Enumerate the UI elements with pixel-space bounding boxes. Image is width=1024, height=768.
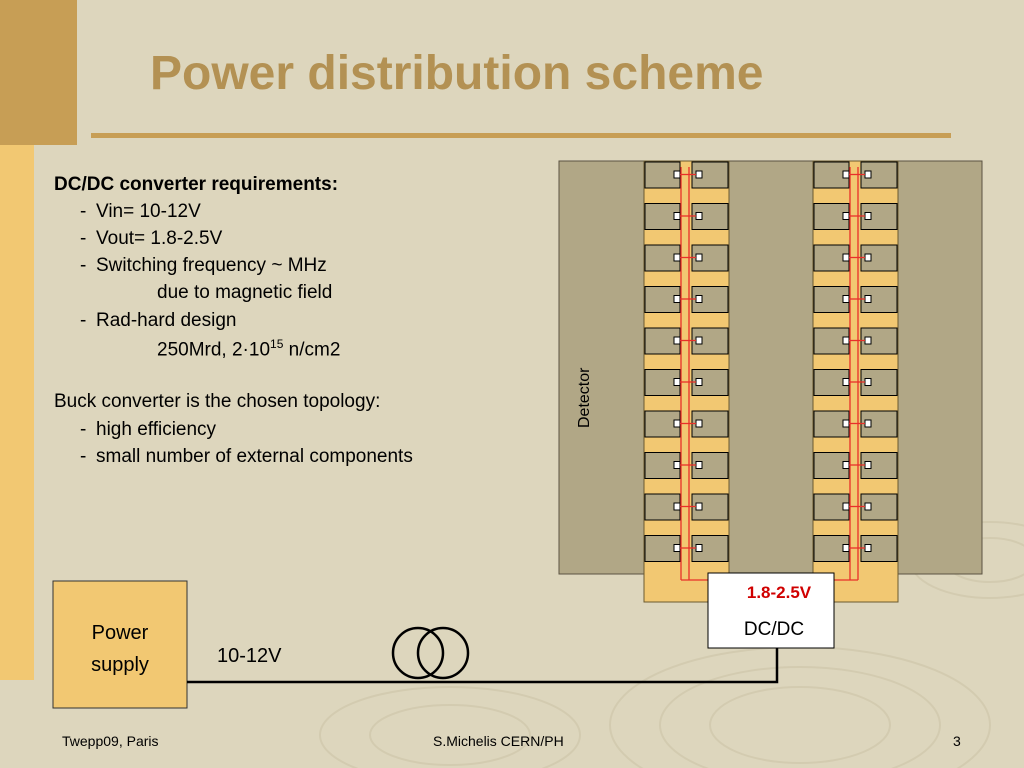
bond-pad [864, 461, 872, 469]
power-supply-box [52, 580, 188, 709]
bond-pad [673, 419, 681, 428]
bond-pad [842, 295, 850, 303]
dcdc-converter-box [707, 572, 835, 649]
sensor-module [813, 369, 850, 396]
left-accent-bar [0, 145, 34, 680]
input-voltage-label: 10-12V [217, 645, 282, 667]
bond-pad [695, 295, 703, 303]
requirement-note: 250Mrd, 2·1015 n/cm2 [157, 337, 341, 361]
bond-pad [842, 378, 850, 386]
bond-pad [842, 544, 850, 552]
bond-pad [864, 419, 872, 428]
buck-item: -high efficiency [80, 419, 217, 440]
bond-pad [695, 461, 703, 469]
bond-pad [673, 544, 681, 552]
bond-pad [695, 212, 703, 220]
detector-label: Detector [576, 367, 593, 428]
bond-pad [864, 378, 872, 386]
requirement-item: -Vin= 10-12V [80, 201, 201, 222]
bond-pad [842, 502, 850, 511]
bond-pad [842, 336, 850, 345]
footer-page-number: 3 [953, 733, 961, 749]
bond-pad [864, 502, 872, 511]
bond-pad [864, 544, 872, 552]
bond-pad [842, 461, 850, 469]
bond-pad [695, 336, 703, 345]
supply-cable [187, 648, 779, 684]
requirement-note: due to magnetic field [157, 282, 333, 303]
bond-pad [673, 461, 681, 469]
output-voltage-label: 1.8-2.5V [747, 583, 812, 602]
power-supply-label-line1: Power [92, 622, 149, 644]
bond-pad [673, 502, 681, 511]
bond-pad [695, 253, 703, 262]
bond-pad [864, 253, 872, 262]
bond-pad [695, 544, 703, 552]
bond-pad [842, 253, 850, 262]
detector-block [558, 160, 983, 575]
bond-pad [842, 419, 850, 428]
transformer-coil-right [416, 626, 470, 680]
bond-pad [673, 212, 681, 220]
bond-pad [842, 212, 850, 220]
bond-pad [673, 295, 681, 303]
footer-author: S.Michelis CERN/PH [433, 733, 564, 749]
dcdc-label: DC/DC [744, 619, 804, 640]
power-supply-label-line2: supply [91, 654, 149, 676]
bond-pad [864, 336, 872, 345]
bond-pad [695, 378, 703, 386]
corner-accent [0, 0, 77, 145]
transformer-coil-left [391, 626, 445, 680]
bond-pad [695, 170, 703, 179]
bond-pad [842, 170, 850, 179]
bond-pad [864, 212, 872, 220]
bond-pad [673, 170, 681, 179]
title-underline [91, 133, 951, 138]
sensor-modules [644, 161, 898, 562]
bond-pad [673, 378, 681, 386]
bond-pad [864, 170, 872, 179]
requirement-item: -Switching frequency ~ MHz [80, 255, 327, 276]
bond-pad [695, 419, 703, 428]
buck-item: -small number of external components [80, 446, 413, 467]
buck-heading: Buck converter is the chosen topology: [54, 391, 381, 412]
bond-pad [695, 502, 703, 511]
footer-event: Twepp09, Paris [62, 733, 159, 749]
requirement-item: -Rad-hard design [80, 310, 237, 331]
slide-title: Power distribution scheme [150, 47, 764, 100]
bond-pad [673, 253, 681, 262]
requirement-item: -Vout= 1.8-2.5V [80, 228, 223, 249]
bond-pad [864, 295, 872, 303]
bond-pad [673, 336, 681, 345]
requirements-heading: DC/DC converter requirements: [54, 174, 339, 195]
